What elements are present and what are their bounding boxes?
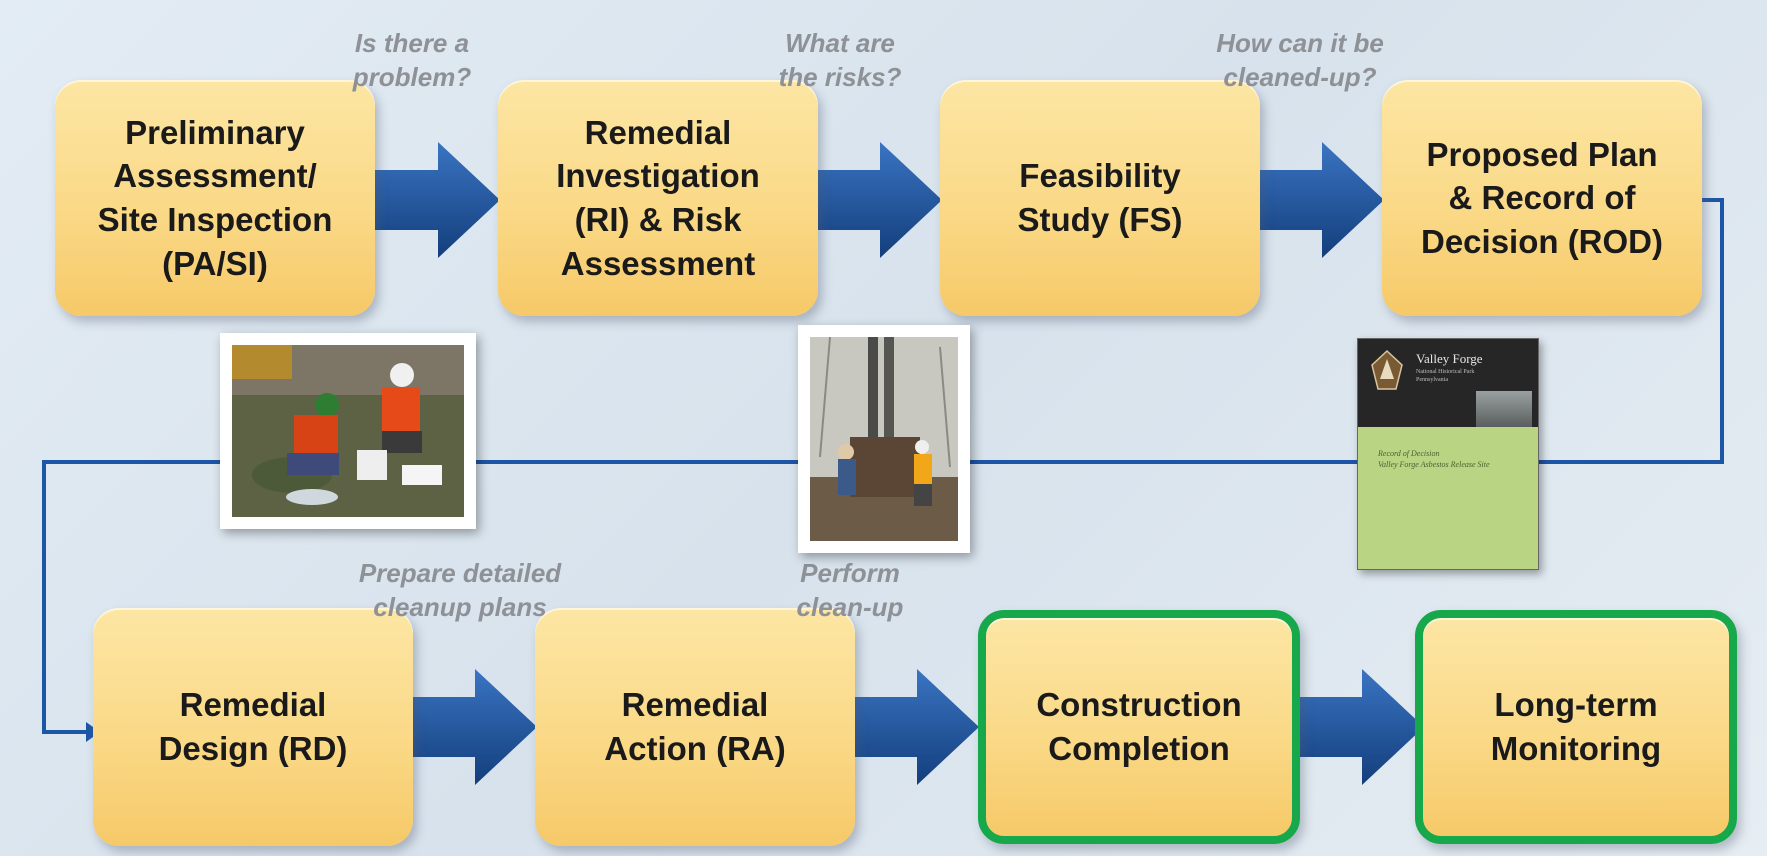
question-perform-cleanup: Perform clean-up [796, 558, 904, 623]
arrow-icon [817, 142, 942, 258]
step-remedial-design: Remedial Design (RD) [93, 608, 413, 846]
step-label: Feasibility Study (FS) [1017, 157, 1183, 238]
record-of-decision-document: Valley Forge National Historical Park Pe… [1357, 338, 1539, 570]
step-remedial-action: Remedial Action (RA) [535, 608, 855, 846]
step-long-term-monitoring: Long-term Monitoring [1415, 610, 1737, 844]
question-prepare-cleanup-plans: Prepare detailed cleanup plans [358, 558, 562, 623]
step-label: Preliminary Assessment/ Site Inspection … [97, 113, 333, 282]
arrow-icon [412, 669, 537, 785]
step-feasibility-study: Feasibility Study (FS) [940, 80, 1260, 316]
step-remedial-investigation: Remedial Investigation (RI) & Risk Asses… [498, 80, 818, 316]
step-label: Remedial Action (RA) [604, 686, 786, 767]
document-body-text: Record of Decision Valley Forge Asbestos… [1378, 449, 1490, 469]
step-construction-completion: Construction Completion [978, 610, 1300, 844]
document-subtitle: National Historical Park Pennsylvania [1416, 369, 1475, 383]
arrow-icon [1300, 669, 1424, 785]
arrow-icon [1260, 142, 1384, 258]
step-proposed-plan-rod: Proposed Plan & Record of Decision (ROD) [1382, 80, 1702, 316]
question-how-can-it-be-cleaned-up: How can it be cleaned-up? [1216, 28, 1384, 93]
drill-rig-photo [798, 325, 970, 553]
document-cover-photo [1476, 391, 1532, 427]
step-label: Proposed Plan & Record of Decision (ROD) [1420, 135, 1664, 260]
step-label: Remedial Investigation (RI) & Risk Asses… [556, 113, 760, 282]
document-title: Valley Forge [1416, 351, 1483, 366]
step-label: Remedial Design (RD) [158, 686, 348, 767]
question-is-there-a-problem: Is there a problem? [352, 28, 472, 93]
arrow-icon [375, 142, 500, 258]
step-label: Construction Completion [1036, 686, 1242, 767]
step-preliminary-assessment: Preliminary Assessment/ Site Inspection … [55, 80, 375, 316]
question-what-are-the-risks: What are the risks? [778, 28, 902, 93]
step-label: Long-term Monitoring [1490, 686, 1662, 767]
arrowhead-logo-icon [1371, 349, 1403, 390]
arrow-icon [855, 669, 979, 785]
field-sampling-photo [220, 333, 476, 529]
